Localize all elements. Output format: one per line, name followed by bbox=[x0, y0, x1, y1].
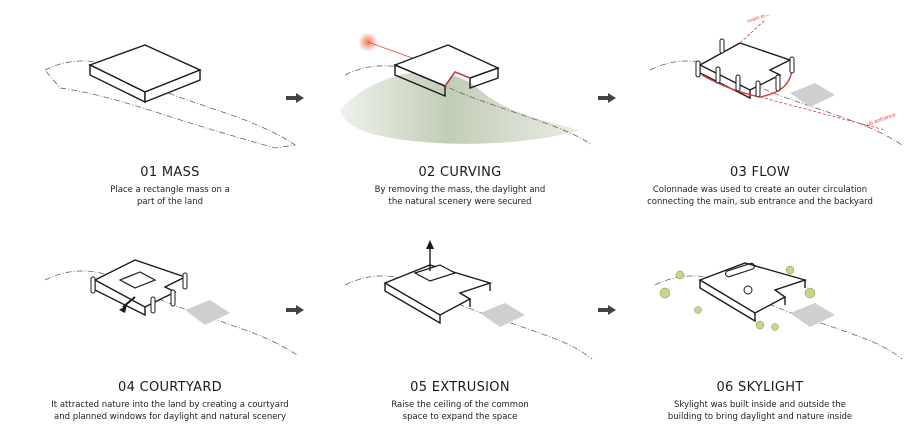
step-desc-line: building to bring daylight and nature in… bbox=[667, 412, 853, 422]
step-title: 05 EXTRUSION bbox=[410, 380, 510, 395]
step-05-caption: 05 EXTRUSION Raise the ceiling of the co… bbox=[310, 380, 610, 423]
sub-entrance-label: sub entrance bbox=[864, 112, 897, 129]
step-desc-line: It attracted nature into the land by cre… bbox=[51, 400, 289, 410]
right-arrow-icon bbox=[598, 300, 616, 315]
step-03-caption: 03 FLOW Colonnade was used to create an … bbox=[610, 165, 910, 208]
step-02-caption: 02 CURVING By removing the mass, the day… bbox=[310, 165, 610, 208]
step-title: 04 COURTYARD bbox=[118, 380, 222, 395]
step-desc-line: the natural scenery were secured bbox=[388, 197, 532, 207]
step-title: 02 CURVING bbox=[418, 165, 502, 180]
right-arrow-icon bbox=[286, 88, 304, 103]
main-entrance-label: main entrance bbox=[747, 15, 783, 25]
step-desc-line: part of the land bbox=[136, 197, 204, 207]
step-desc-line: Raise the ceiling of the common bbox=[391, 400, 529, 410]
step-06-caption: 06 SKYLIGHT Skylight was built inside an… bbox=[610, 380, 910, 423]
right-arrow-icon bbox=[598, 88, 616, 103]
diagram-courtyard bbox=[35, 235, 305, 370]
tree-group bbox=[659, 265, 816, 331]
step-title: 01 MASS bbox=[140, 165, 200, 180]
diagram-mass bbox=[35, 20, 305, 150]
diagram-extrusion bbox=[330, 235, 600, 370]
step-title: 03 FLOW bbox=[729, 165, 791, 180]
step-desc-line: and planned windows for daylight and nat… bbox=[54, 412, 286, 422]
diagram-curving bbox=[330, 20, 600, 150]
step-04-caption: 04 COURTYARD It attracted nature into th… bbox=[20, 380, 320, 423]
diagram-flow: main entrance sub entrance bbox=[640, 15, 910, 150]
step-title: 06 SKYLIGHT bbox=[716, 380, 804, 395]
step-desc-line: Colonnade was used to create an outer ci… bbox=[652, 185, 868, 195]
right-arrow-icon bbox=[286, 300, 304, 315]
step-desc-line: connecting the main, sub entrance and th… bbox=[647, 197, 873, 207]
step-desc-line: By removing the mass, the daylight and bbox=[374, 185, 546, 195]
step-desc-line: Place a rectangle mass on a bbox=[110, 185, 230, 195]
diagram-skylight bbox=[640, 235, 910, 370]
step-desc-line: space to expand the space bbox=[402, 412, 518, 422]
step-desc-line: Skylight was built inside and outside th… bbox=[674, 400, 846, 410]
step-01-caption: 01 MASS Place a rectangle mass on a part… bbox=[20, 165, 320, 208]
